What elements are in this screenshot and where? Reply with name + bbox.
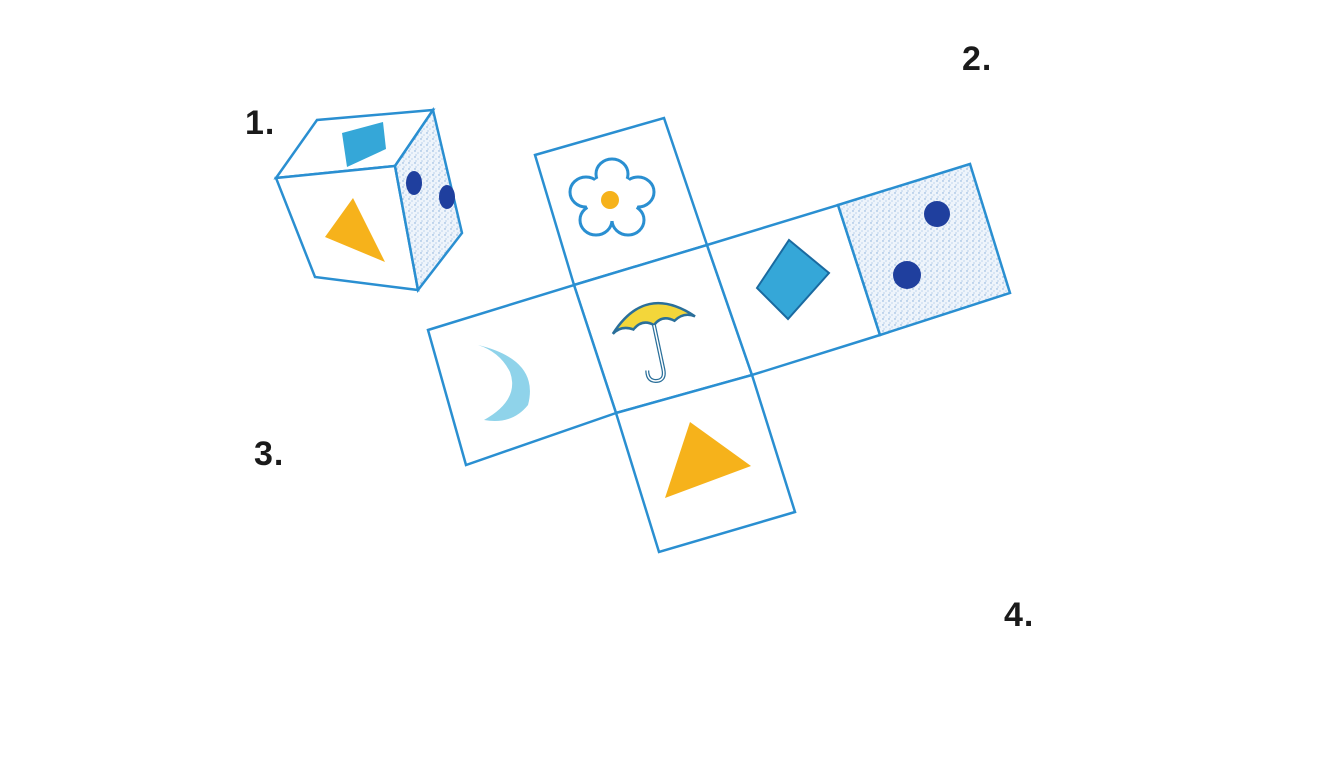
cube-label-4: 4. — [1004, 596, 1034, 635]
cube-1 — [276, 110, 462, 290]
cube-label-3: 3. — [254, 435, 284, 474]
cube-label-1: 1. — [245, 104, 275, 143]
cube-net — [428, 118, 1010, 552]
dot-icon — [406, 171, 422, 195]
cube-label-2: 2. — [962, 40, 992, 79]
dot-icon — [439, 185, 455, 209]
